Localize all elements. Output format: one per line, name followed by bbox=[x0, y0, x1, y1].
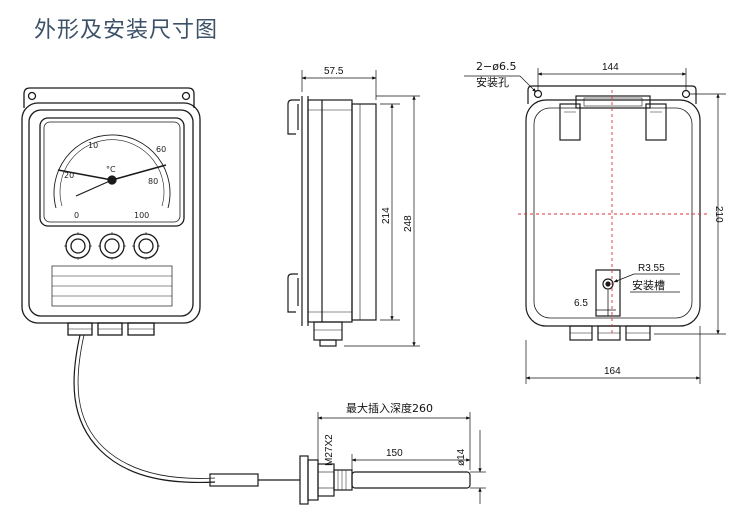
scale-label-100: 100 bbox=[134, 211, 149, 220]
front-dial-scale: 0 10 20 60 80 100 °C bbox=[64, 141, 166, 220]
probe-dimensions bbox=[317, 412, 486, 504]
front-knob-ticks bbox=[64, 232, 160, 260]
side-depth-dimension: 57.5 bbox=[324, 66, 344, 77]
rear-hole-spacing-dimension: 144 bbox=[602, 62, 619, 73]
slot-label: 安装槽 bbox=[632, 278, 665, 292]
dial-unit: °C bbox=[106, 165, 116, 174]
probe-max-insertion: 最大插入深度260 bbox=[346, 401, 433, 415]
side-total-height-dimension: 248 bbox=[403, 215, 414, 232]
rear-view bbox=[525, 85, 701, 341]
side-inner-height-dimension: 214 bbox=[381, 207, 392, 224]
probe bbox=[209, 455, 471, 505]
scale-label-10: 10 bbox=[88, 141, 98, 150]
scale-label-60: 60 bbox=[156, 145, 166, 154]
rear-vertical-spacing-dimension: 210 bbox=[713, 206, 724, 223]
scale-label-80: 80 bbox=[148, 177, 158, 186]
probe-diameter: ø14 bbox=[456, 448, 467, 466]
probe-length-dimension: 150 bbox=[386, 448, 403, 459]
scale-label-0: 0 bbox=[74, 211, 79, 220]
rear-center-lines bbox=[518, 90, 708, 334]
slot-radius: R3.55 bbox=[638, 263, 665, 274]
rear-dimensions bbox=[464, 68, 726, 384]
side-view bbox=[287, 96, 377, 347]
side-dimensions bbox=[301, 70, 420, 347]
front-view bbox=[21, 87, 216, 484]
page-title: 外形及安装尺寸图 bbox=[34, 18, 219, 43]
scale-label-20: 20 bbox=[64, 171, 74, 180]
probe-thread-spec: M27X2 bbox=[324, 434, 335, 466]
slot-offset-dimension: 6.5 bbox=[574, 298, 588, 309]
mount-hole-spec: 2−ø6.5 bbox=[476, 60, 516, 73]
rear-total-width-dimension: 164 bbox=[604, 366, 621, 377]
mount-hole-label: 安装孔 bbox=[476, 75, 509, 89]
